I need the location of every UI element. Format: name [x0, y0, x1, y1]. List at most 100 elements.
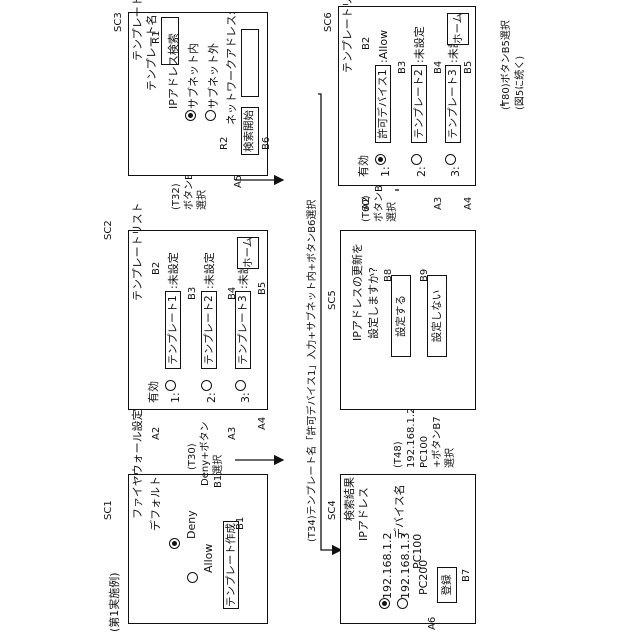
- sc1-radio-allow[interactable]: [187, 572, 198, 583]
- sc6-title: テンプレートリスト: [341, 0, 354, 73]
- sc6-id: SC6: [322, 12, 335, 32]
- sc6-b4-ref: B4: [432, 61, 445, 74]
- sc6-radio-3[interactable]: [445, 154, 456, 165]
- sc4-b7-ref: B7: [460, 569, 473, 582]
- sc6-a4-ref: A4: [462, 197, 475, 210]
- sc3-outside-label: サブネット外: [207, 43, 220, 109]
- sc1-allow-label: Allow: [202, 544, 215, 573]
- sc6-allowed-device-button[interactable]: 許可デバイス1: [375, 65, 391, 143]
- sc5-dont-set-button[interactable]: 設定しない: [427, 275, 447, 357]
- t30-line2: Deny+ボタン: [199, 422, 212, 487]
- sc2-radio-2[interactable]: [201, 380, 212, 391]
- sc2-radio-1[interactable]: [165, 380, 176, 391]
- sc6-b2-ref: B2: [360, 37, 373, 50]
- sc3-section: IPアドレス検索: [167, 33, 180, 109]
- sc4-row2-name: PC200: [417, 560, 430, 595]
- sc6-template-2-button[interactable]: テンプレート2: [411, 65, 427, 143]
- t30-line1: (T30): [186, 443, 199, 470]
- sc6-template-3-button[interactable]: テンプレート3: [445, 65, 461, 143]
- sc5-set-button[interactable]: 設定する: [391, 275, 411, 357]
- t80-line2: (図5に続く): [514, 56, 527, 110]
- sc2-template-1-button[interactable]: テンプレート1: [165, 291, 181, 369]
- sc5-line2: 設定しますか?: [367, 267, 380, 339]
- t48-line5: 選択: [444, 448, 457, 468]
- sc1-id: SC1: [102, 500, 115, 520]
- sc2-radio-3[interactable]: [235, 380, 246, 391]
- sc5-line1: IPアドレスの更新を: [351, 243, 364, 341]
- sc3-address-input[interactable]: [241, 29, 259, 97]
- sc1-radio-deny[interactable]: [169, 538, 180, 549]
- sc4-panel: 検索結果 IPアドレス デバイス名 192.168.1.2 PC100 192.…: [340, 474, 476, 624]
- sc2-row3-num: 3:: [239, 392, 252, 403]
- sc4-id: SC4: [326, 500, 339, 520]
- sc1-title: ファイヤウォール設定: [131, 409, 144, 519]
- sc3-r1-ref: R1: [150, 31, 163, 44]
- sc2-row1-num: 1:: [169, 392, 182, 403]
- sc4-radio-row1[interactable]: [379, 598, 390, 609]
- sc2-panel: テンプレートリスト 有効 1: テンプレート1 :未設定 2: テンプレート2 …: [128, 230, 268, 410]
- example-title: (第1実施例): [108, 572, 121, 632]
- sc1-b1-ref: B1: [234, 517, 247, 530]
- t48-line3: PC100: [418, 436, 431, 468]
- sc3-r2-ref: R2: [218, 137, 231, 150]
- sc6-row1-status: :Allow: [377, 30, 390, 63]
- sc3-address-label: ネットワークアドレス:: [225, 11, 238, 125]
- sc1-create-template-button[interactable]: テンプレート作成: [223, 521, 239, 609]
- sc2-a2-ref: A2: [150, 427, 163, 440]
- sc2-template-3-button[interactable]: テンプレート3: [235, 291, 251, 369]
- sc2-b4-ref: B4: [226, 287, 239, 300]
- sc5-id: SC5: [326, 290, 339, 310]
- t30-line3: B1選択: [212, 455, 225, 488]
- sc2-b5-ref: B5: [256, 282, 269, 295]
- sc1-panel: ファイヤウォール設定 デフォルト Deny Allow テンプレート作成: [128, 474, 268, 624]
- sc4-row2-ip: 192.168.1.3: [399, 533, 412, 599]
- sc2-a3-ref: A3: [226, 427, 239, 440]
- sc6-radio-1[interactable]: [375, 154, 386, 165]
- sc3-inside-label: サブネット内: [187, 43, 200, 109]
- sc4-col-name: デバイス名: [393, 484, 406, 539]
- sc3-radio-outside[interactable]: [205, 110, 216, 121]
- sc6-a2-ref: A2: [360, 197, 373, 210]
- sc1-deny-label: Deny: [185, 510, 198, 539]
- t32-line1: (T32): [170, 183, 183, 210]
- sc6-a3-ref: A3: [432, 197, 445, 210]
- sc2-row2-num: 2:: [205, 392, 218, 403]
- sc3-b6-ref: B6: [260, 137, 273, 150]
- sc5-panel: IPアドレスの更新を 設定しますか? 設定する 設定しない: [340, 230, 476, 410]
- sc2-row2-status: :未設定: [203, 252, 216, 289]
- sc6-radio-2[interactable]: [411, 154, 422, 165]
- sc4-col-ip: IPアドレス: [357, 487, 370, 541]
- sc4-radio-row2[interactable]: [397, 598, 408, 609]
- t80-line1: (T80)ボタンB5選択: [500, 20, 513, 110]
- t48-line4: +ボタンB7: [431, 416, 444, 468]
- sc2-row1-status: :未設定: [167, 252, 180, 289]
- sc2-a4-ref: A4: [256, 417, 269, 430]
- sc6-row2-num: 2:: [415, 166, 428, 177]
- sc3-radio-inside[interactable]: [185, 110, 196, 121]
- sc4-title: 検索結果: [343, 477, 356, 521]
- sc3-id: SC3: [112, 12, 125, 32]
- sc2-b3-ref: B3: [186, 287, 199, 300]
- t48-line1: (T48): [392, 441, 405, 468]
- sc6-b5-ref: B5: [462, 61, 475, 74]
- t34-label: (T34)テンプレート名「許可デバイス1」入力+サブネット内+ボタンB6選択: [306, 200, 319, 542]
- sc6-row3-num: 3:: [449, 166, 462, 177]
- sc4-a6-ref: A6: [426, 617, 439, 630]
- sc3-line1: テンプレート1: [131, 0, 144, 61]
- t60-line3: 選択: [386, 202, 399, 222]
- sc6-panel: テンプレートリスト 有効 1: 許可デバイス1 :Allow 2: テンプレート…: [338, 6, 476, 186]
- sc2-enabled-header: 有効: [147, 381, 160, 403]
- sc6-home-button[interactable]: ホーム: [447, 13, 469, 45]
- sc4-row1-ip: 192.168.1.2: [381, 533, 394, 599]
- sc2-id: SC2: [102, 220, 115, 240]
- sc2-home-button[interactable]: ホーム: [237, 237, 259, 269]
- sc4-register-button[interactable]: 登録: [437, 567, 457, 603]
- sc3-search-start-button[interactable]: 検索開始: [241, 107, 259, 155]
- sc3-a5-ref: A5: [232, 175, 245, 188]
- sc3-name-label: テンプレート名:: [145, 11, 158, 91]
- sc2-title: テンプレートリスト: [131, 202, 144, 301]
- sc2-template-2-button[interactable]: テンプレート2: [201, 291, 217, 369]
